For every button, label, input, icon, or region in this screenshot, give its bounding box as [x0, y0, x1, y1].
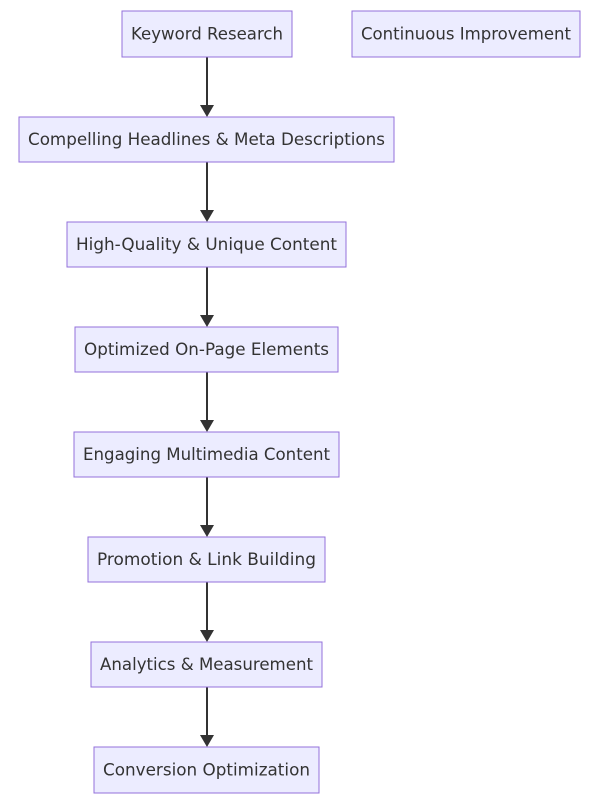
edge-high-quality-content-to-optimized-on-page — [200, 267, 214, 327]
edge-optimized-on-page-to-engaging-multimedia — [200, 372, 214, 432]
node-label-conversion-optimization: Conversion Optimization — [103, 761, 310, 780]
edges-layer — [200, 57, 214, 747]
node-continuous-improvement: Continuous Improvement — [351, 10, 581, 58]
node-keyword-research: Keyword Research — [121, 10, 293, 58]
node-high-quality-content: High-Quality & Unique Content — [66, 221, 347, 268]
node-label-high-quality-content: High-Quality & Unique Content — [76, 235, 338, 254]
edge-keyword-research-to-compelling-headlines — [200, 57, 214, 117]
node-label-continuous-improvement: Continuous Improvement — [361, 25, 572, 44]
node-conversion-optimization: Conversion Optimization — [93, 746, 320, 794]
node-engaging-multimedia: Engaging Multimedia Content — [73, 431, 340, 478]
node-promotion-link-building: Promotion & Link Building — [87, 536, 326, 583]
node-label-keyword-research: Keyword Research — [131, 25, 283, 44]
edge-analytics-measurement-to-conversion-optimization — [200, 687, 214, 747]
edge-compelling-headlines-to-high-quality-content — [200, 162, 214, 222]
node-compelling-headlines: Compelling Headlines & Meta Descriptions — [18, 116, 395, 163]
node-optimized-on-page: Optimized On-Page Elements — [74, 326, 339, 373]
node-label-compelling-headlines: Compelling Headlines & Meta Descriptions — [28, 130, 385, 149]
node-label-promotion-link-building: Promotion & Link Building — [97, 550, 316, 569]
node-label-engaging-multimedia: Engaging Multimedia Content — [83, 445, 331, 464]
node-label-analytics-measurement: Analytics & Measurement — [100, 655, 314, 674]
node-analytics-measurement: Analytics & Measurement — [90, 641, 323, 688]
edge-promotion-link-building-to-analytics-measurement — [200, 582, 214, 642]
nodes-layer: Keyword Research Continuous Improvement … — [18, 10, 581, 794]
edge-engaging-multimedia-to-promotion-link-building — [200, 477, 214, 537]
node-label-optimized-on-page: Optimized On-Page Elements — [84, 340, 329, 359]
